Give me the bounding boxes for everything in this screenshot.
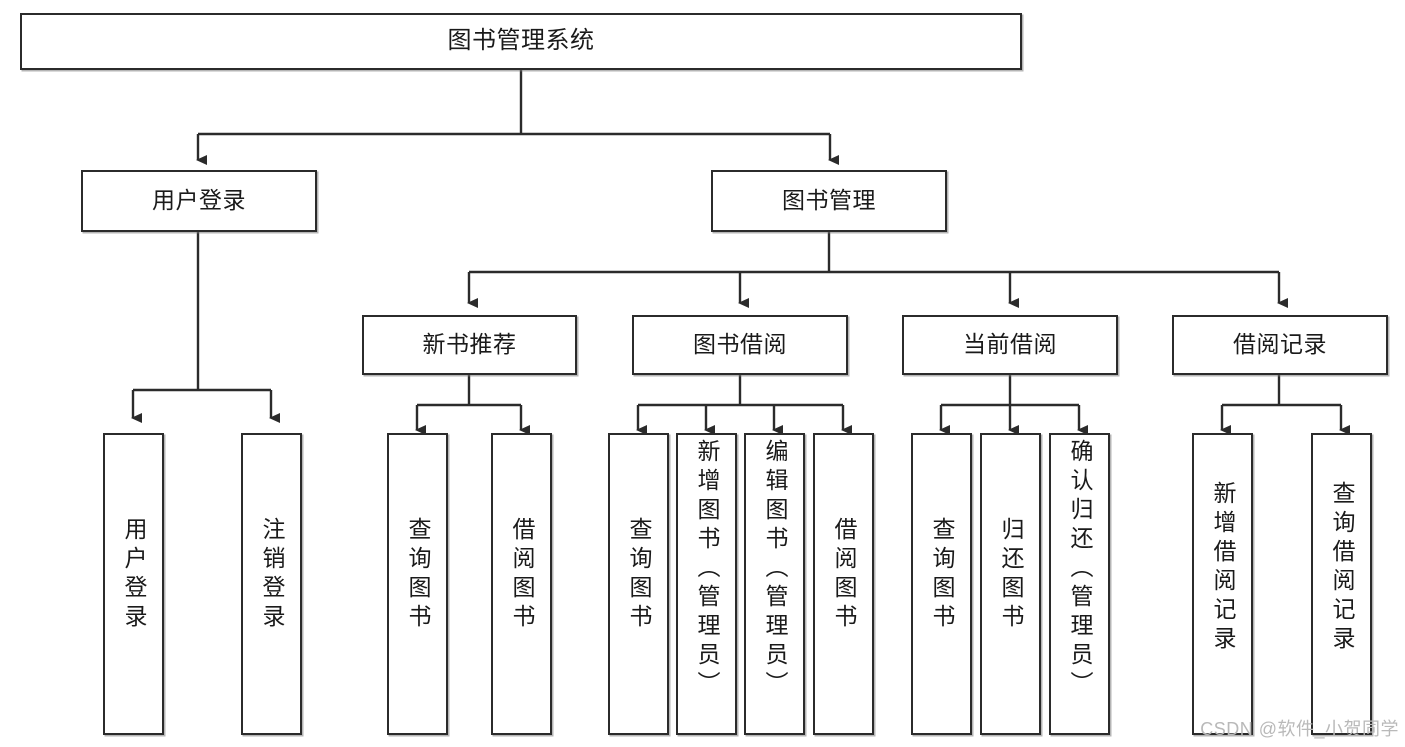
node-root[interactable]: 图书管理系统 [20, 13, 1022, 70]
leaf-confirm-return[interactable]: 确认归还（管理员） [1049, 433, 1110, 735]
node-book-manage-label: 图书管理 [782, 187, 876, 214]
leaf-borrow-book-2[interactable]: 借阅图书 [813, 433, 874, 735]
node-book-manage[interactable]: 图书管理 [711, 170, 947, 232]
leaf-edit-book[interactable]: 编辑图书（管理员） [744, 433, 805, 735]
node-user-login[interactable]: 用户登录 [81, 170, 317, 232]
leaf-borrow-book-2-label: 借阅图书 [831, 517, 857, 633]
node-borrow-record-label: 借阅记录 [1233, 331, 1327, 358]
node-new-book-rec[interactable]: 新书推荐 [362, 315, 577, 375]
node-borrow-record[interactable]: 借阅记录 [1172, 315, 1388, 375]
leaf-add-book-label: 新增图书（管理员） [694, 439, 720, 700]
node-book-borrow[interactable]: 图书借阅 [632, 315, 848, 375]
leaf-user-login[interactable]: 用户登录 [103, 433, 164, 735]
node-current-borrow-label: 当前借阅 [963, 331, 1057, 358]
leaf-user-login-label: 用户登录 [121, 517, 147, 633]
leaf-logout[interactable]: 注销登录 [241, 433, 302, 735]
leaf-add-record-label: 新增借阅记录 [1210, 481, 1236, 655]
leaf-borrow-book-1-label: 借阅图书 [509, 517, 535, 633]
leaf-edit-book-label: 编辑图书（管理员） [762, 439, 788, 700]
leaf-add-book[interactable]: 新增图书（管理员） [676, 433, 737, 735]
leaf-borrow-book-1[interactable]: 借阅图书 [491, 433, 552, 735]
csdn-watermark: CSDN @软件_小贺同学 [1200, 719, 1399, 739]
leaf-return-book-label: 归还图书 [998, 517, 1024, 633]
node-current-borrow[interactable]: 当前借阅 [902, 315, 1118, 375]
node-new-book-rec-label: 新书推荐 [422, 331, 517, 358]
leaf-return-book[interactable]: 归还图书 [980, 433, 1041, 735]
leaf-query-book-3[interactable]: 查询图书 [911, 433, 972, 735]
node-root-label: 图书管理系统 [447, 27, 595, 55]
leaf-query-record-label: 查询借阅记录 [1329, 481, 1355, 655]
leaf-query-book-2[interactable]: 查询图书 [608, 433, 669, 735]
leaf-logout-label: 注销登录 [259, 517, 285, 633]
leaf-query-book-2-label: 查询图书 [626, 517, 652, 633]
leaf-query-book-3-label: 查询图书 [929, 517, 955, 633]
leaf-confirm-return-label: 确认归还（管理员） [1067, 439, 1093, 700]
leaf-query-record[interactable]: 查询借阅记录 [1311, 433, 1372, 735]
node-user-login-label: 用户登录 [152, 187, 246, 214]
leaf-add-record[interactable]: 新增借阅记录 [1192, 433, 1253, 735]
node-book-borrow-label: 图书借阅 [693, 331, 787, 358]
leaf-query-book-1[interactable]: 查询图书 [387, 433, 448, 735]
leaf-query-book-1-label: 查询图书 [405, 517, 431, 633]
